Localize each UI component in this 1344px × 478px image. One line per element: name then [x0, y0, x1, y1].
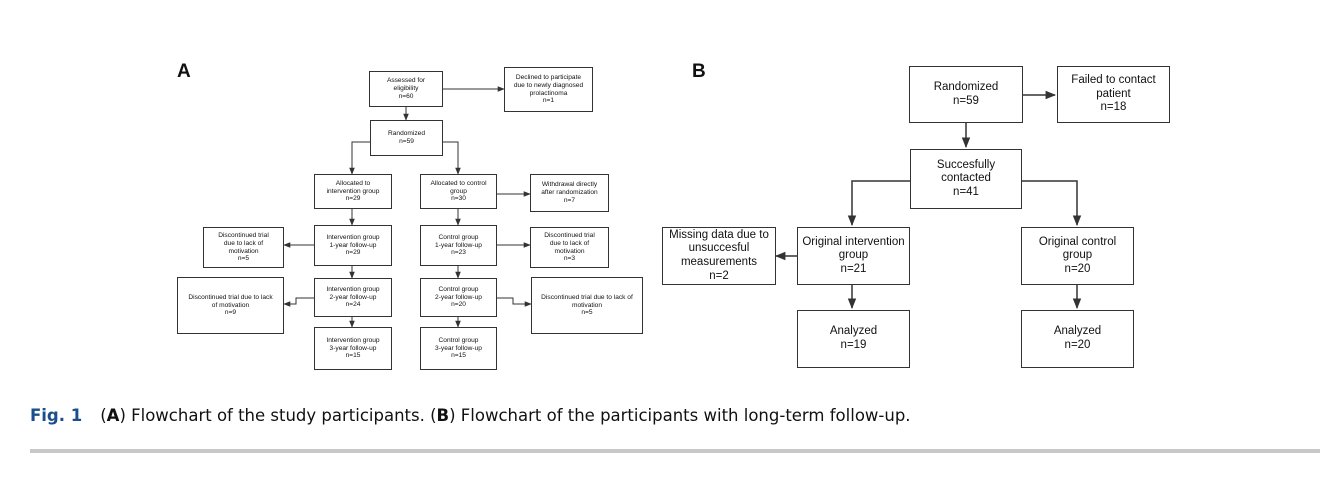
arrow-randomized-intervention [349, 141, 370, 175]
panel-b-label: B [692, 61, 706, 82]
panel-a-label: A [177, 61, 191, 82]
box-intervention-3yr: Intervention group 3-year follow-up n=15 [314, 327, 392, 370]
caption-paren: ( [100, 406, 107, 425]
box-b-original-intervention: Original intervention group n=21 [797, 227, 910, 285]
figure-number: Fig. 1 [30, 406, 83, 425]
caption-text-b: ) Flowchart of the participants with lon… [449, 406, 911, 425]
box-control-3yr: Control group 3-year follow-up n=15 [420, 327, 497, 370]
box-assessed-eligibility: Assessed for eligibility n=60 [369, 71, 443, 107]
caption-text-a: ) Flowchart of the study participants. ( [119, 406, 437, 425]
caption-letter-a: A [106, 406, 120, 425]
arrow-b-contacted-intervention [847, 180, 910, 227]
box-control-1yr: Control group 1-year follow-up n=23 [420, 225, 497, 266]
box-discontinued-control-1: Discontinued trial due to lack of motiva… [530, 227, 609, 268]
box-declined-participate: Declined to participate due to newly dia… [504, 67, 593, 112]
box-withdrawal: Withdrawal directly after randomization … [530, 174, 609, 212]
caption-divider [30, 449, 1320, 453]
arrow-b-contacted-control [1022, 180, 1082, 227]
box-b-missing-data: Missing data due to unsuccesful measurem… [662, 227, 776, 285]
box-allocated-control: Allocated to control group n=30 [420, 174, 497, 209]
box-discontinued-control-2: Discontinued trial due to lack of motiva… [531, 277, 643, 334]
box-intervention-2yr: Intervention group 2-year follow-up n=24 [314, 278, 392, 317]
box-b-original-control: Original control group n=20 [1021, 227, 1134, 285]
box-discontinued-intervention-1: Discontinued trial due to lack of motiva… [203, 227, 284, 268]
arrow-ctl2-discontinued [497, 297, 532, 307]
box-b-failed-contact: Failed to contact patient n=18 [1057, 66, 1170, 123]
figure-caption: Fig. 1 (A) Flowchart of the study partici… [30, 406, 911, 425]
box-b-analyzed-control: Analyzed n=20 [1021, 310, 1134, 368]
box-control-2yr: Control group 2-year follow-up n=20 [420, 278, 497, 317]
box-b-analyzed-intervention: Analyzed n=19 [797, 310, 910, 368]
arrow-int2-discontinued [283, 297, 314, 307]
box-intervention-1yr: Intervention group 1-year follow-up n=29 [314, 225, 392, 266]
arrow-randomized-control [443, 141, 461, 175]
caption-letter-b: B [436, 406, 450, 425]
box-randomized: Randomized n=59 [370, 120, 443, 156]
box-b-successfully-contacted: Succesfully contacted n=41 [910, 149, 1022, 209]
box-discontinued-intervention-2: Discontinued trial due to lack of motiva… [177, 277, 284, 334]
box-b-randomized: Randomized n=59 [909, 66, 1023, 123]
box-allocated-intervention: Allocated to intervention group n=29 [314, 174, 392, 209]
